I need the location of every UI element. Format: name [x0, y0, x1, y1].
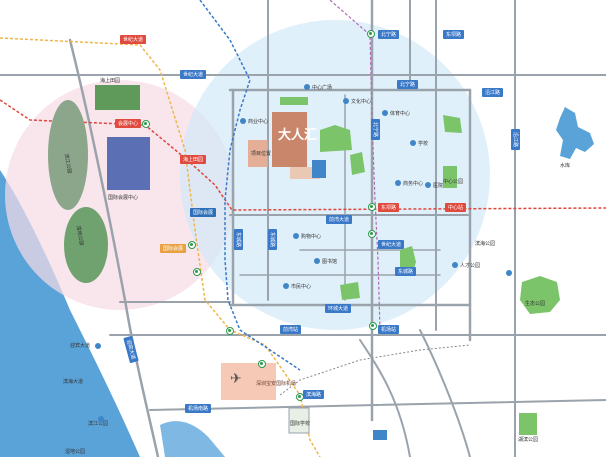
road-tag-inner-bottom[interactable]: 环城大道	[325, 304, 352, 313]
metro-station[interactable]	[188, 241, 196, 249]
poi-marker[interactable]	[343, 98, 349, 104]
metro-line-blue	[199, 0, 301, 371]
poi-label: 学校	[418, 141, 429, 147]
poi-marker[interactable]	[425, 182, 431, 188]
road-tag-inner-row-2[interactable]: 东城路	[395, 267, 417, 276]
metro-station[interactable]	[226, 327, 234, 335]
road-tag-top-left-road[interactable]: 世纪大道	[180, 70, 207, 79]
station-tag-left-3[interactable]: 国际会展	[190, 208, 217, 217]
road-tag-inner-row[interactable]: 世纪大道	[378, 240, 405, 249]
poi-marker[interactable]	[395, 180, 401, 186]
poi-label: 图书馆	[322, 259, 338, 265]
poi-label: 滨海公园	[475, 241, 496, 247]
road-tag-right[interactable]: 沿江路	[482, 88, 504, 97]
station-tag-bottom-center[interactable]: 滨海路	[303, 390, 325, 399]
metro-station[interactable]	[368, 203, 376, 211]
metro-station[interactable]	[296, 393, 304, 401]
poi-marker[interactable]	[98, 416, 104, 422]
project-site-caption: 项目位置	[251, 151, 272, 157]
metro-line-red	[0, 99, 606, 211]
poi-marker[interactable]	[304, 84, 310, 90]
sea-bay	[160, 421, 225, 457]
poi-label: 文化中心	[351, 99, 372, 105]
road-tag-vertical-mid[interactable]: 东城路	[268, 228, 278, 251]
poi-label: 商务中心	[403, 181, 424, 187]
poi-marker[interactable]	[382, 110, 388, 116]
airport-block	[221, 363, 276, 400]
road-tag-vertical-left[interactable]: 东城路	[234, 228, 244, 251]
poi-marker[interactable]	[410, 140, 416, 146]
island-image-2	[64, 207, 108, 283]
station-tag-center-red[interactable]: 东坝路	[378, 203, 400, 212]
school-caption: 国际学校	[290, 421, 311, 427]
poi-label: 购物中心	[301, 234, 322, 240]
metro-station[interactable]	[368, 230, 376, 238]
poi-marker[interactable]	[95, 343, 101, 349]
coast-label-1: 迎宾大道	[70, 343, 91, 349]
poi-marker[interactable]	[452, 262, 458, 268]
poi-label: 人才公园	[460, 263, 481, 269]
project-name[interactable]: 大人汇	[278, 127, 318, 142]
sea-park-caption: 海上田园	[100, 78, 121, 84]
poi-marker[interactable]	[314, 258, 320, 264]
road-tag-top-right-2[interactable]: 东坝路	[443, 30, 465, 39]
poi-marker[interactable]	[506, 270, 512, 276]
station-tag-mid-bottom-1[interactable]: 前湾站	[280, 325, 302, 334]
road-tag-vertical-center[interactable]: 北宁路	[371, 118, 381, 141]
airport-label: 深圳宝安国际机场	[256, 381, 297, 387]
station-tag-mid-bottom-2[interactable]: 机场站	[378, 325, 400, 334]
project-block	[272, 112, 307, 167]
road-tag-inner-mid[interactable]: 前湾大道	[326, 215, 353, 224]
road-tag-top-right-1[interactable]: 北宁路	[378, 30, 400, 39]
poi-label: 商业中心	[248, 119, 269, 125]
park-right-caption: 中心公园	[443, 179, 464, 185]
metro-station[interactable]	[258, 360, 266, 368]
metro-station[interactable]	[142, 120, 150, 128]
station-tag-orange[interactable]: 国际会展	[160, 244, 187, 253]
metro-line-gray	[279, 344, 471, 396]
poi-marker[interactable]	[293, 233, 299, 239]
parks	[280, 97, 560, 435]
road-tag-south[interactable]: 机场南路	[185, 404, 212, 413]
lake-caption: 水库	[560, 163, 571, 169]
road-tag-center[interactable]: 北宁路	[397, 80, 419, 89]
poi-label: 中心广场	[312, 85, 333, 91]
poi-label: 体育中心	[390, 111, 411, 117]
poi-marker[interactable]	[283, 283, 289, 289]
expo-image	[107, 137, 150, 190]
metro-station[interactable]	[193, 268, 201, 276]
sea-park-image	[95, 85, 140, 110]
island-image-1	[48, 100, 88, 210]
station-tag-top-left[interactable]: 世纪大道	[120, 35, 147, 44]
poi-marker[interactable]	[240, 118, 246, 124]
coast-label-2: 滨海大道	[63, 379, 84, 385]
park-east-caption: 生态公园	[525, 301, 546, 307]
poi-label: 医院	[433, 183, 444, 189]
station-tag-left-2[interactable]: 海上田园	[180, 155, 207, 164]
coast-label-3: 滨江公园	[88, 421, 109, 427]
park-bottom-right-caption: 湖滨公园	[518, 437, 539, 443]
school-block	[312, 160, 326, 178]
expo-caption: 国际会展中心	[108, 195, 139, 201]
station-tag-red-right[interactable]: 中心站	[445, 203, 467, 212]
airplane-icon: ✈	[230, 370, 242, 386]
coast-label-4: 湿地公园	[65, 449, 86, 455]
metro-station[interactable]	[367, 30, 375, 38]
poi-label: 市民中心	[291, 284, 312, 290]
metro-station[interactable]	[369, 322, 377, 330]
station-tag-left-1[interactable]: 会展中心	[115, 119, 142, 128]
lake-shape	[556, 107, 594, 159]
road-tag-vertical-right[interactable]: 沿江路	[511, 128, 521, 151]
